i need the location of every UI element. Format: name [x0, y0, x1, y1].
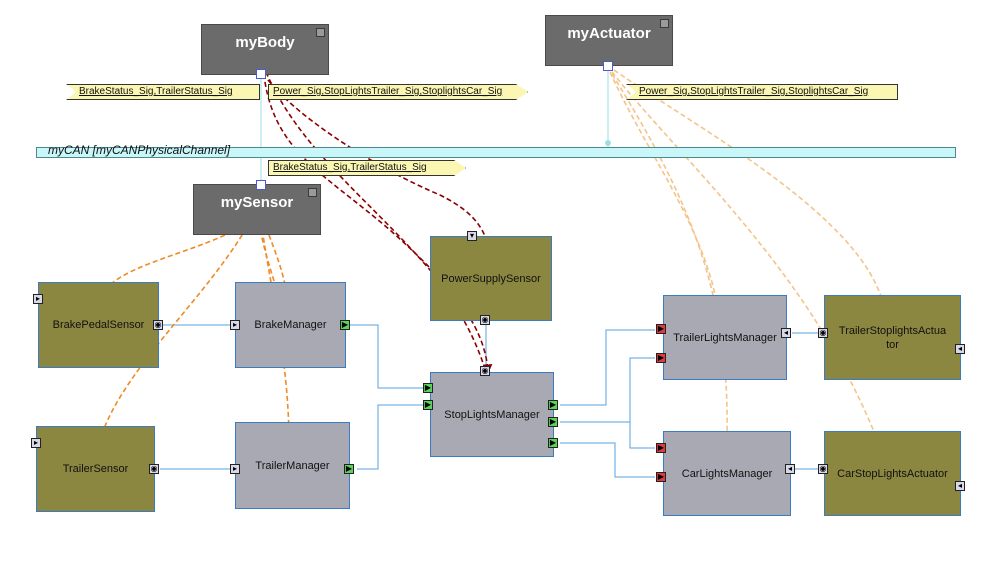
connector-slm-tlm [560, 329, 655, 406]
component-car-stoplights-actuator[interactable]: CarStopLightsActuator [824, 431, 961, 516]
can-bus-label: myCAN [myCANPhysicalChannel] [48, 143, 231, 157]
frame-actuator-rx[interactable]: Power_Sig,StopLightsTrailer_Sig,Stopligh… [626, 84, 898, 100]
component-trailer-lights-manager[interactable]: TrailerLightsManager [663, 295, 787, 380]
actuator-mappings [609, 69, 889, 464]
connector-slm-tlm2 [560, 357, 655, 423]
ecu-myactuator[interactable]: myActuator [545, 15, 673, 66]
component-stop-lights-manager[interactable]: StopLightsManager [430, 372, 554, 457]
mapping-act-csa [611, 71, 887, 462]
connector-bm-slm [350, 324, 423, 389]
component-label: StopLightsManager [444, 408, 540, 421]
port-tlm-in1[interactable]: ▶ [656, 324, 666, 334]
ecu-mysensor-label: mySensor [220, 194, 294, 211]
port-ts-left[interactable]: ▸ [31, 438, 41, 448]
component-brake-pedal-sensor[interactable]: BrakePedalSensor [38, 282, 159, 368]
can-bus[interactable] [36, 147, 956, 158]
ecu-myactuator-label: myActuator [567, 25, 651, 42]
ecu-mysensor-port[interactable] [256, 180, 266, 190]
mapping-act-tsa [613, 69, 889, 314]
port-ts-out[interactable]: ◉ [149, 464, 159, 474]
mapping-body-slm [262, 65, 493, 374]
component-label: PowerSupplySensor [441, 272, 541, 285]
frame-sensor-tx[interactable]: BrakeStatus_Sig,TrailerStatus_Sig [268, 160, 466, 176]
component-trailer-stoplights-actuator[interactable]: TrailerStoplightsActuator [824, 295, 961, 380]
ecu-mysensor[interactable]: mySensor [193, 184, 321, 235]
mapping-act-tlm [609, 71, 725, 332]
actuator-bus-junction [605, 140, 611, 146]
port-slm-in1[interactable]: ▶ [423, 383, 433, 393]
mapping-act-clm [611, 73, 732, 464]
ecu-corner-icon [316, 28, 325, 37]
component-trailer-manager[interactable]: TrailerManager [235, 422, 350, 509]
component-label: TrailerSensor [62, 463, 129, 475]
ecu-mybody-label: myBody [235, 34, 295, 51]
port-tsa-right[interactable]: ◂ [955, 344, 965, 354]
port-tlm-out[interactable]: ◂ [781, 328, 791, 338]
port-bm-out[interactable]: ▶ [340, 320, 350, 330]
port-clm-in1[interactable]: ▶ [656, 443, 666, 453]
ecu-mybody-port[interactable] [256, 69, 266, 79]
port-tlm-in2[interactable]: ▶ [656, 353, 666, 363]
component-label: CarStopLightsActuator [837, 467, 948, 480]
component-brake-manager[interactable]: BrakeManager [235, 282, 346, 368]
ecu-mybody[interactable]: myBody [201, 24, 329, 75]
ecu-corner-icon [308, 188, 317, 197]
component-label: TrailerStoplightsActuator [838, 324, 947, 351]
ecu-myactuator-port[interactable] [603, 61, 613, 71]
port-pss-top[interactable]: ▾ [467, 231, 477, 241]
port-csa-right[interactable]: ◂ [955, 481, 965, 491]
port-slm-out3[interactable]: ▶ [548, 438, 558, 448]
frame-body-rx[interactable]: BrakeStatus_Sig,TrailerStatus_Sig [66, 84, 260, 100]
port-bm-in[interactable]: ▸ [230, 320, 240, 330]
component-trailer-sensor[interactable]: TrailerSensor [36, 426, 155, 512]
mapping-body-slm2 [265, 71, 497, 408]
ecu-corner-icon [660, 19, 669, 28]
component-label: CarLightsManager [681, 467, 773, 480]
port-clm-out[interactable]: ◂ [785, 464, 795, 474]
port-tm-out[interactable]: ▶ [344, 464, 354, 474]
connector-slm-clm2 [560, 421, 655, 449]
frame-body-tx[interactable]: Power_Sig,StopLightsTrailer_Sig,Stopligh… [268, 84, 528, 100]
port-bps-out[interactable]: ◉ [153, 320, 163, 330]
component-label: BrakeManager [254, 319, 327, 331]
port-slm-in2[interactable]: ▶ [423, 400, 433, 410]
port-tm-in[interactable]: ▸ [230, 464, 240, 474]
port-slm-out1[interactable]: ▶ [548, 400, 558, 410]
component-label: BrakePedalSensor [52, 319, 145, 331]
component-label: TrailerLightsManager [673, 331, 777, 344]
connectors [160, 322, 818, 478]
connector-slm-clm [560, 442, 655, 478]
component-car-lights-manager[interactable]: CarLightsManager [663, 431, 791, 516]
port-slm-out2[interactable]: ▶ [548, 417, 558, 427]
component-label: TrailerManager [255, 459, 330, 472]
component-power-supply-sensor[interactable]: PowerSupplySensor [430, 236, 552, 321]
port-clm-in2[interactable]: ▶ [656, 472, 666, 482]
port-tsa-in[interactable]: ◉ [818, 328, 828, 338]
port-csa-in[interactable]: ◉ [818, 464, 828, 474]
port-bps-left[interactable]: ▸ [33, 294, 43, 304]
connector-tm-slm [357, 404, 423, 470]
port-slm-top[interactable]: ◉ [480, 366, 490, 376]
port-pss-bottom[interactable]: ◉ [480, 315, 490, 325]
